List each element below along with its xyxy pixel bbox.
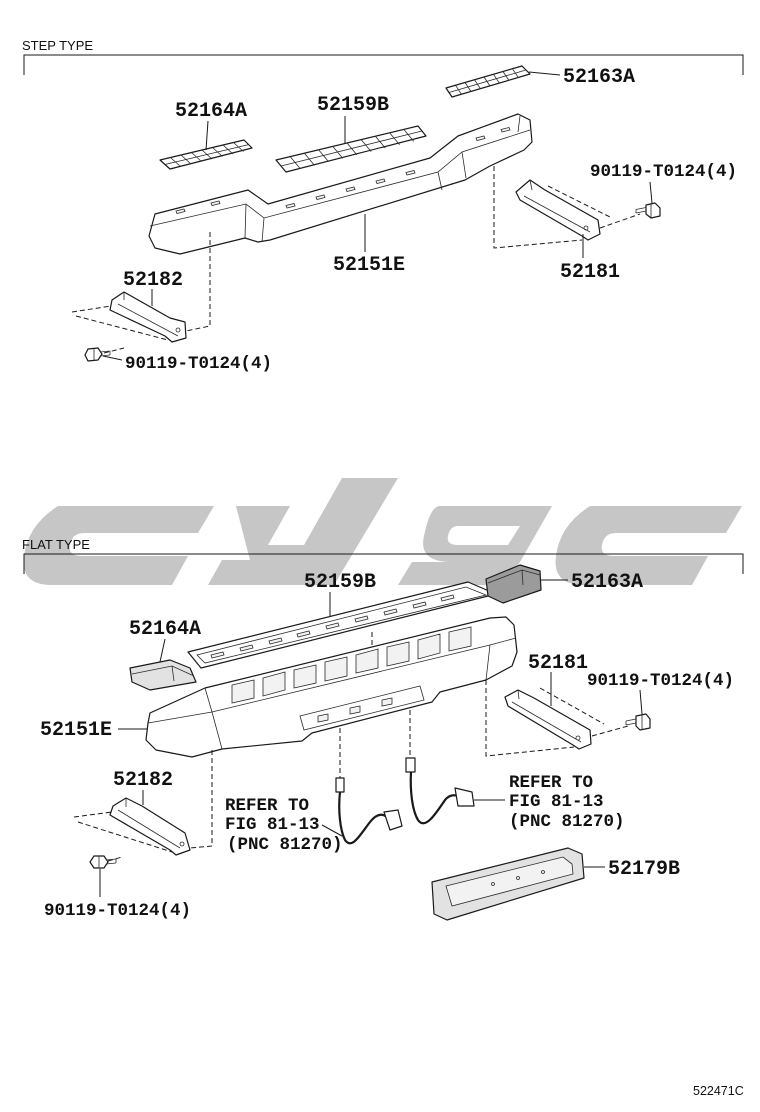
leader-step-pad-left bbox=[205, 120, 209, 151]
callout-step-pad-center: 52159B bbox=[317, 94, 389, 117]
callout-flat-bracket-right: 52181 bbox=[528, 652, 588, 675]
flat-pad-center-border bbox=[196, 586, 488, 664]
harness-left-wire bbox=[338, 791, 389, 845]
harness-left-connector bbox=[335, 777, 345, 793]
bumper-flat-type-slots bbox=[317, 697, 393, 723]
harness-right-sensor bbox=[454, 787, 475, 807]
harness-right-connector bbox=[405, 757, 416, 773]
watermark-glyph-2 bbox=[208, 478, 398, 585]
flat-bolt-right-shank bbox=[625, 714, 643, 730]
step-bracket-left bbox=[109, 291, 187, 343]
leader-step-bolt-right bbox=[649, 181, 653, 204]
flat-bolt-left-shank bbox=[98, 856, 117, 868]
callout-flat-pad-center: 52159B bbox=[304, 571, 376, 594]
leader-flat-pad-left bbox=[159, 638, 166, 663]
harness-right-wire bbox=[409, 771, 459, 825]
refer-left-line1: REFER TO bbox=[225, 796, 309, 816]
step-bracket-left-guide bbox=[71, 232, 211, 354]
callout-flat-bracket-left: 52182 bbox=[113, 769, 173, 792]
callout-flat-pad-right: 52163A bbox=[571, 571, 643, 594]
harness-left-sensor bbox=[383, 809, 403, 831]
flat-bracket-left-flange bbox=[117, 798, 185, 849]
refer-left-line2: FIG 81-13 bbox=[225, 815, 320, 835]
leader-flat-bolt-right bbox=[639, 689, 643, 715]
callout-step-bracket-right: 52181 bbox=[560, 261, 620, 284]
callout-step-bolt-left: 90119-T0124(4) bbox=[125, 354, 272, 374]
figure-code: 522471C bbox=[693, 1084, 744, 1098]
flat-bracket-right-flange bbox=[511, 689, 582, 743]
bumper-flat-type-pockets bbox=[231, 626, 472, 704]
refer-left-line3: (PNC 81270) bbox=[227, 835, 343, 855]
step-bolt-left bbox=[84, 347, 103, 362]
section-title-flat-type: FLAT TYPE bbox=[22, 537, 90, 552]
step-bracket-right bbox=[515, 179, 601, 241]
step-type-frame bbox=[23, 54, 744, 75]
flat-bolt-right bbox=[635, 713, 651, 731]
step-pad-right-tread bbox=[448, 68, 527, 95]
callout-step-bumper: 52151E bbox=[333, 254, 405, 277]
step-bracket-right-guide bbox=[493, 166, 641, 249]
license-plate-bracket-recess bbox=[445, 856, 574, 907]
flat-pad-right bbox=[485, 564, 542, 604]
step-pad-left-tread bbox=[164, 142, 250, 167]
watermark-glyph-1 bbox=[23, 506, 214, 585]
callout-flat-bolt-left: 90119-T0124(4) bbox=[44, 901, 191, 921]
section-title-step-type: STEP TYPE bbox=[22, 38, 93, 53]
watermark bbox=[23, 478, 742, 585]
license-plate-bracket-holes bbox=[491, 870, 545, 886]
callout-flat-bolt-right: 90119-T0124(4) bbox=[587, 671, 734, 691]
flat-bracket-right bbox=[504, 689, 592, 750]
callout-plate-bracket: 52179B bbox=[608, 858, 680, 881]
refer-right-line2: FIG 81-13 bbox=[509, 792, 604, 812]
flat-bracket-left bbox=[109, 797, 191, 856]
flat-pad-center-blocks bbox=[210, 594, 455, 659]
callout-flat-bumper: 52151E bbox=[40, 719, 112, 742]
callout-step-pad-left: 52164A bbox=[175, 100, 247, 123]
leader-step-pad-right bbox=[528, 71, 561, 76]
callout-step-bracket-left: 52182 bbox=[123, 269, 183, 292]
watermark-glyph-4 bbox=[555, 506, 742, 585]
flat-pad-left bbox=[129, 659, 197, 691]
refer-right-line1: REFER TO bbox=[509, 773, 593, 793]
flat-pad-right-edge bbox=[487, 569, 541, 586]
bumper-flat-type-edges bbox=[147, 637, 517, 750]
bumper-step-type bbox=[148, 113, 533, 255]
step-bracket-left-flange bbox=[117, 292, 181, 337]
flat-pad-left-edge bbox=[131, 665, 195, 682]
leader-step-bolt-left bbox=[102, 355, 123, 361]
step-bracket-right-flange bbox=[523, 179, 591, 233]
step-pad-center-tread bbox=[280, 129, 423, 169]
leader-refer-left bbox=[321, 824, 343, 837]
bumper-step-type-holes bbox=[175, 127, 511, 214]
callout-step-bolt-right: 90119-T0124(4) bbox=[590, 162, 737, 182]
callout-flat-pad-left: 52164A bbox=[129, 618, 201, 641]
watermark-glyph-3 bbox=[398, 506, 552, 585]
flat-type-frame bbox=[23, 553, 744, 574]
flat-bracket-left-guide bbox=[73, 750, 213, 862]
bumper-step-type-edges bbox=[149, 115, 531, 243]
step-bolt-right bbox=[645, 202, 661, 219]
step-bolt-right-shank bbox=[635, 203, 652, 218]
step-bolt-left-shank bbox=[93, 348, 111, 361]
callout-step-pad-right: 52163A bbox=[563, 66, 635, 89]
refer-right-line3: (PNC 81270) bbox=[509, 812, 625, 832]
